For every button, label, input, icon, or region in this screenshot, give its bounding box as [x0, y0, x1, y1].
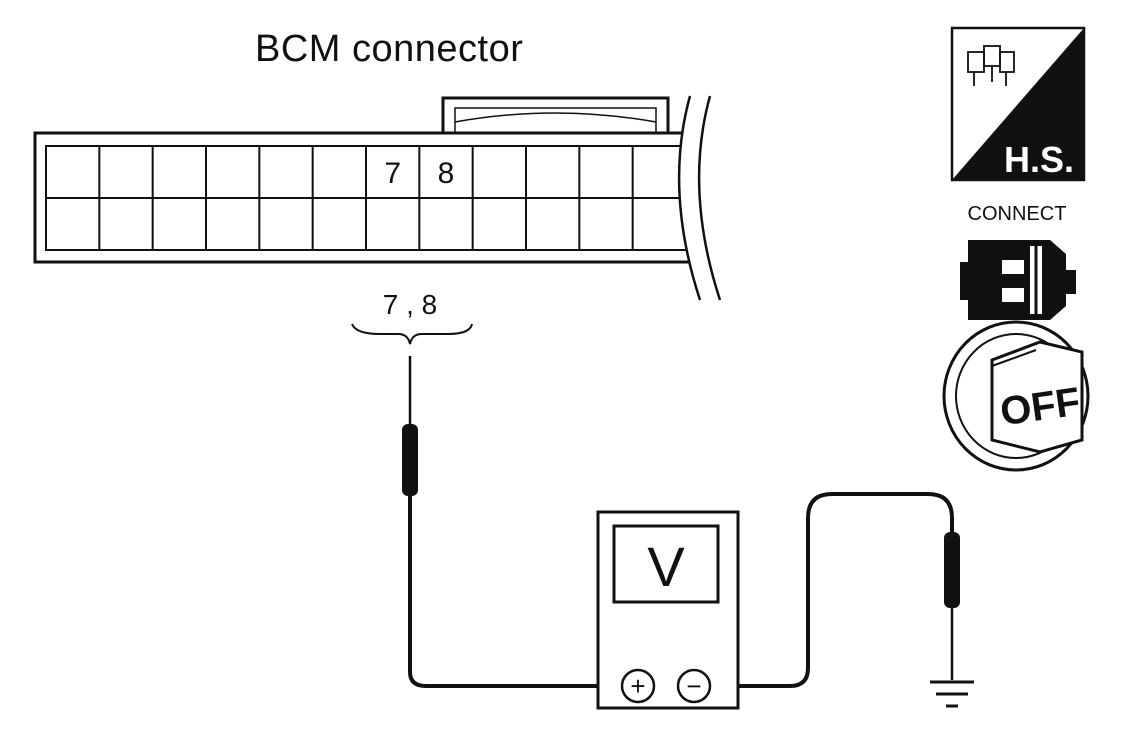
voltmeter: V + −	[596, 510, 740, 710]
negative-test-lead	[738, 492, 960, 688]
harness-side-text: H.S.	[1004, 139, 1074, 180]
negative-terminal-symbol: −	[686, 671, 701, 701]
positive-test-lead	[402, 356, 598, 688]
positive-terminal	[620, 668, 656, 704]
probe-bracket	[351, 323, 473, 345]
harness-side-icon: H.S.	[950, 26, 1086, 182]
ignition-off-icon: OFF	[942, 320, 1090, 472]
probe-pin-label: 7 , 8	[383, 289, 437, 320]
negative-terminal	[676, 668, 712, 704]
connector-lock-ramp	[454, 112, 657, 123]
voltmeter-display	[612, 524, 720, 604]
top-row-terminal-label: 7	[384, 157, 401, 190]
ground-symbol	[930, 680, 974, 708]
top-row-terminal-label: 8	[438, 157, 455, 190]
connector-lock-tab	[441, 96, 670, 133]
connect-label: CONNECT	[968, 203, 1067, 225]
connector-outline	[33, 131, 695, 264]
connector-connect-icon	[960, 240, 1076, 320]
connector-break-mark	[677, 95, 722, 301]
positive-terminal-symbol: +	[630, 671, 645, 701]
connector-lock-tab-inner	[454, 107, 657, 133]
positive-probe-handle	[402, 424, 418, 496]
voltmeter-display-text: V	[647, 535, 685, 598]
negative-probe-handle	[944, 532, 960, 608]
diagram-title: BCM connector	[255, 28, 524, 70]
